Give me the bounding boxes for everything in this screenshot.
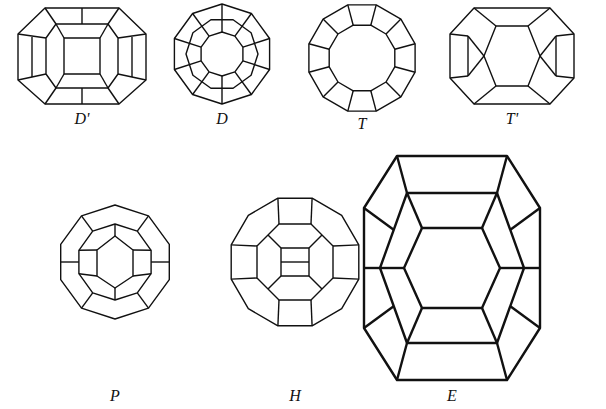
figure-label: D [216, 110, 228, 128]
polyhedron-figure [18, 8, 146, 104]
polyhedron-figure [174, 4, 269, 104]
figure-label: T [358, 115, 367, 133]
figure-label: P [110, 387, 120, 405]
polyhedron-figure [309, 5, 415, 111]
figure-label: E [447, 387, 457, 405]
polyhedron-figure [231, 198, 359, 326]
polyhedron-figure [61, 205, 170, 319]
polyhedron-figure [364, 156, 540, 380]
figure-label: H [289, 387, 301, 405]
figure-label: D' [75, 110, 90, 128]
polyhedron-figure [450, 8, 574, 104]
figure-label: T' [506, 110, 518, 128]
